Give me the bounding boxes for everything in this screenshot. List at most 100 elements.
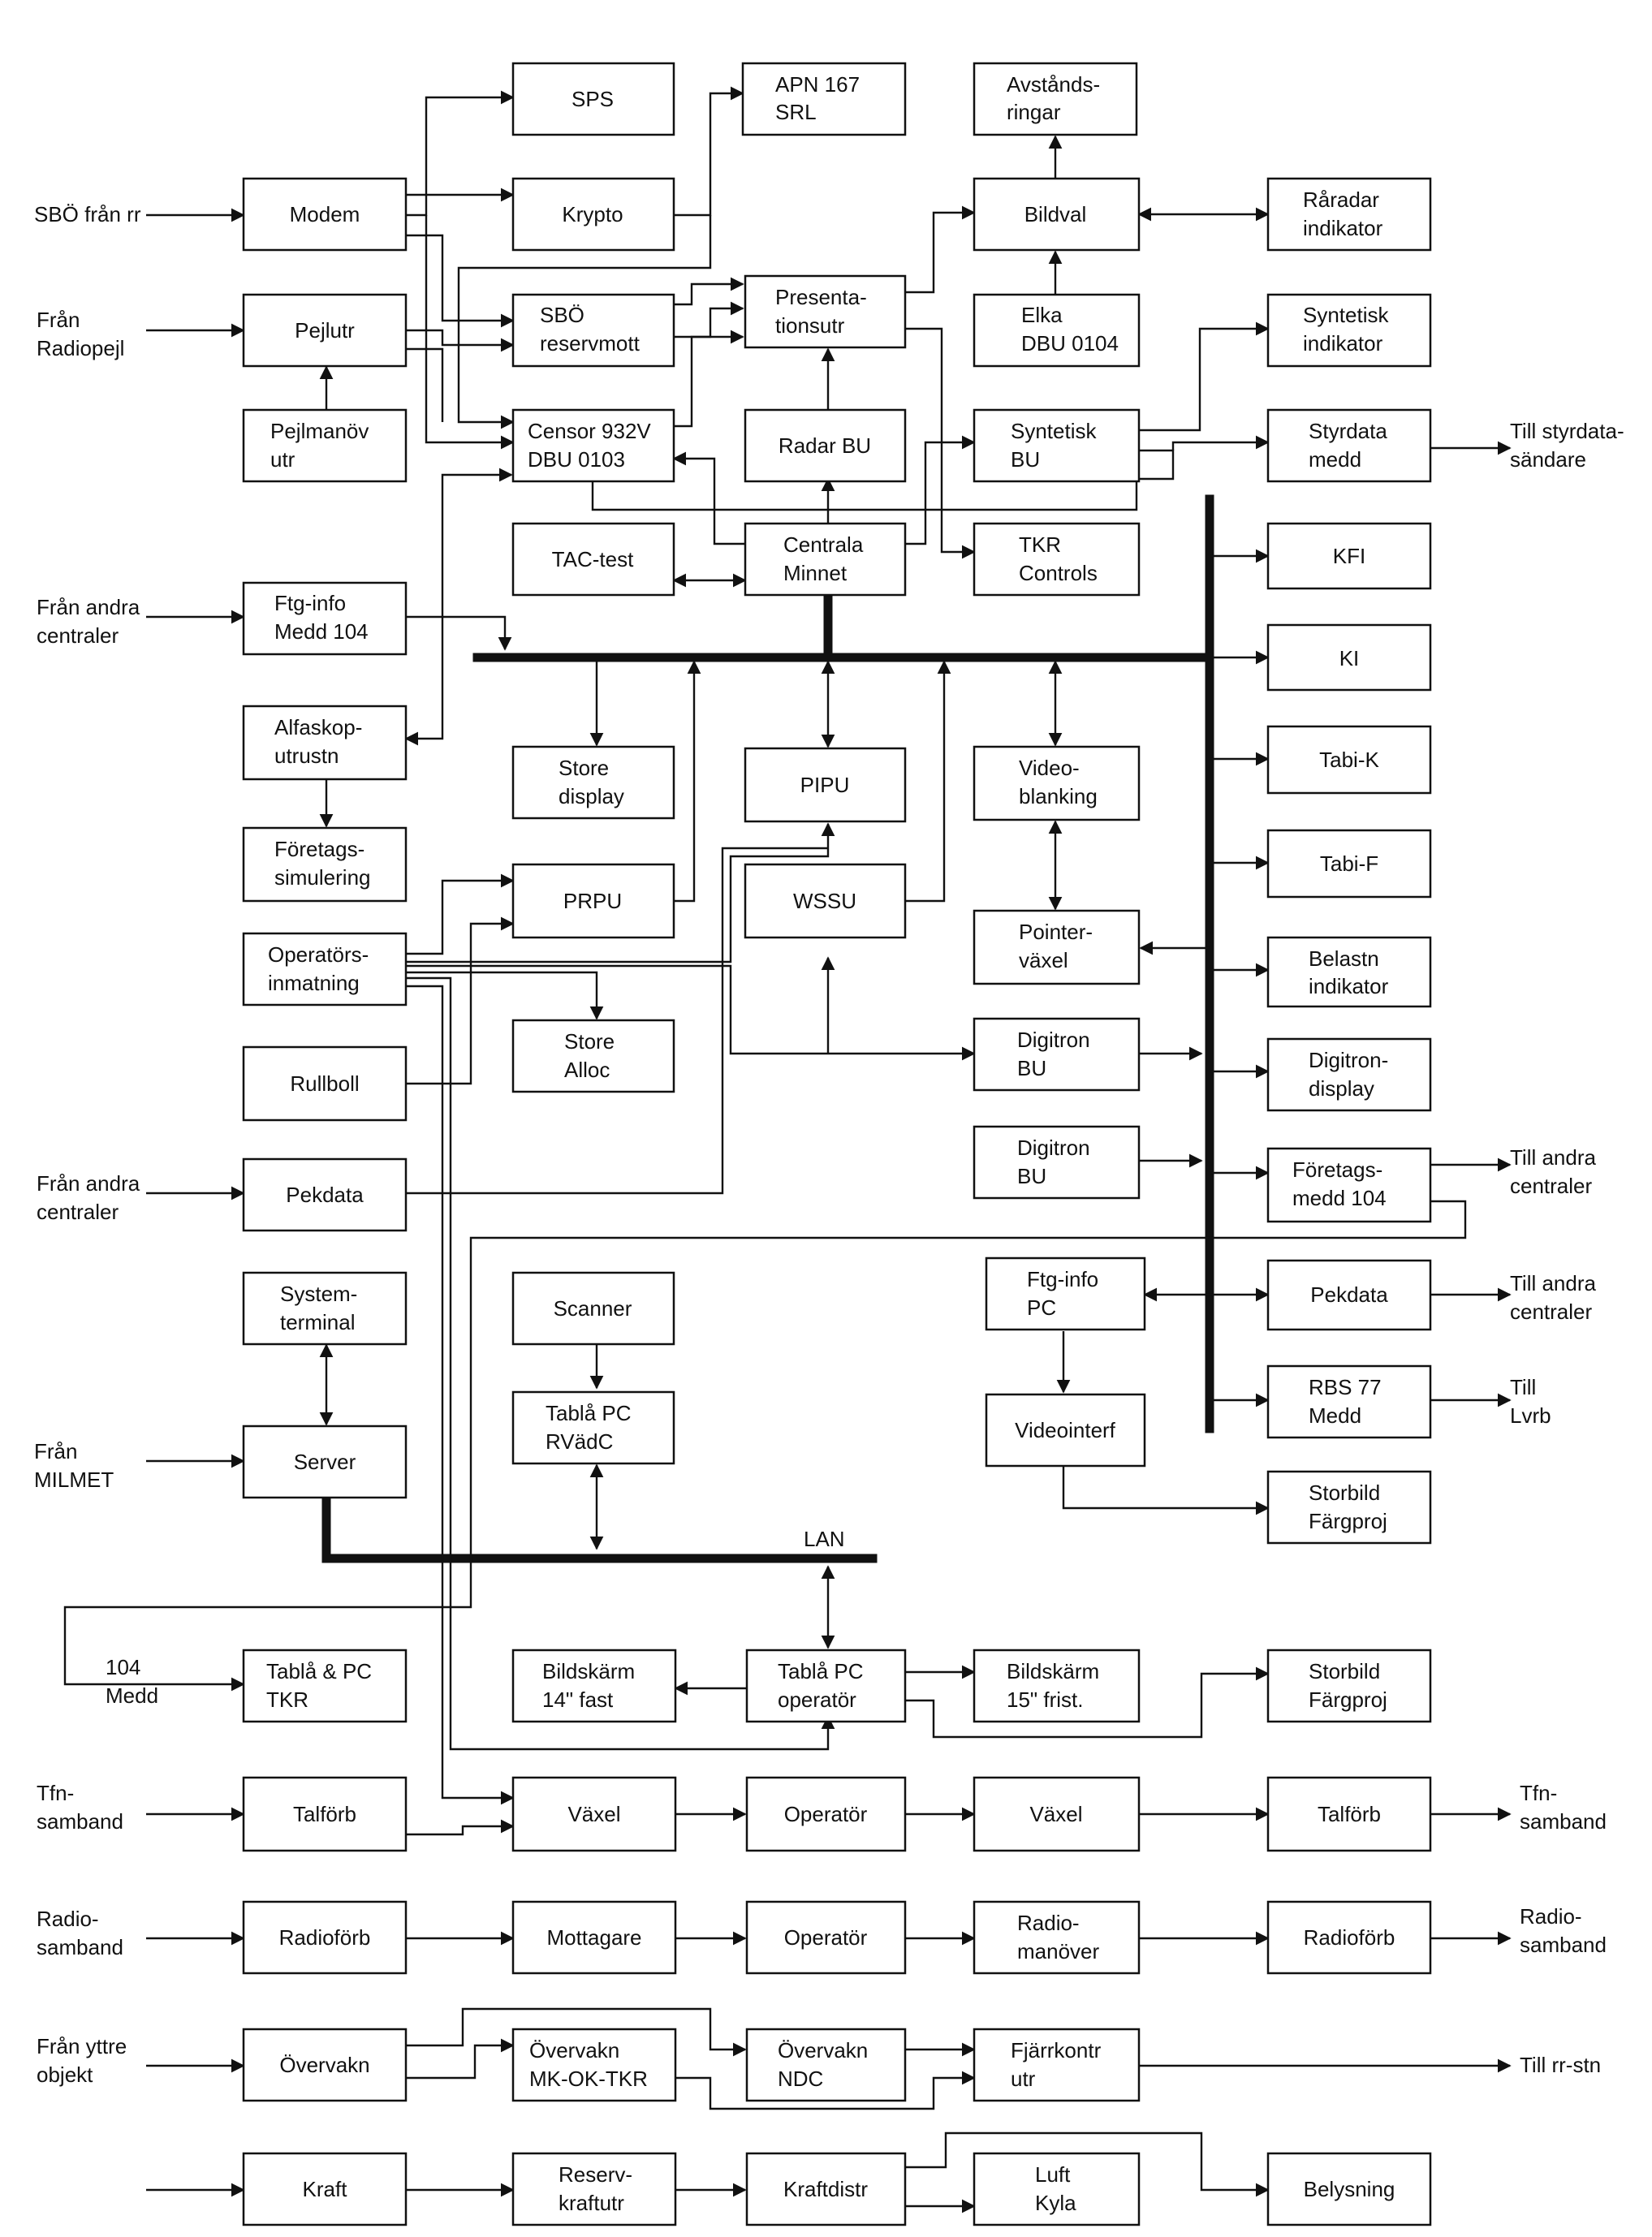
svg-text:Centrala: Centrala [783,532,864,557]
svg-text:Pointer-: Pointer- [1019,920,1093,944]
block-radioforb-1: Radioförb [242,1900,408,1975]
svg-text:Operatör: Operatör [784,1925,868,1950]
svg-text:Reserv-: Reserv- [559,2162,632,2187]
block-pointervaxel: Pointer-växel [973,909,1141,985]
svg-text:Elka: Elka [1021,303,1063,327]
svg-text:Controls: Controls [1019,561,1098,585]
svg-text:manöver: manöver [1017,1939,1099,1963]
svg-text:Radar BU: Radar BU [779,433,871,458]
block-talforb-2: Talförb [1266,1776,1432,1852]
svg-text:Växel: Växel [1029,1802,1082,1826]
svg-text:Operatörs-: Operatörs- [268,942,369,967]
svg-text:reservmott: reservmott [540,331,641,356]
svg-text:indikator: indikator [1303,331,1383,356]
svg-text:PC: PC [1027,1295,1056,1320]
svg-text:Store: Store [559,756,609,780]
svg-text:Från: Från [37,308,80,332]
svg-text:samband: samband [37,1935,123,1959]
svg-text:utr: utr [270,447,295,472]
svg-text:Ftg-info: Ftg-info [274,591,346,615]
svg-text:Syntetisk: Syntetisk [1011,419,1097,443]
svg-text:TKR: TKR [266,1687,308,1712]
svg-text:Till styrdata-: Till styrdata- [1510,419,1624,443]
block-reservkraft: Reserv-kraftutr [511,2152,677,2226]
block-radioforb-2: Radioförb [1266,1900,1432,1975]
svg-text:Modem: Modem [290,202,360,226]
svg-text:indikator: indikator [1309,974,1389,998]
svg-text:Från andra: Från andra [37,595,140,619]
block-sps: SPS [511,62,675,136]
block-pekdata-right: Pekdata [1266,1259,1432,1331]
block-radiomanover: Radio-manöver [973,1900,1141,1975]
svg-text:Växel: Växel [567,1802,620,1826]
svg-text:Ftg-info: Ftg-info [1027,1267,1098,1291]
svg-text:PRPU: PRPU [563,889,622,913]
svg-text:Tabi-K: Tabi-K [1319,748,1379,772]
svg-text:Radio-: Radio- [1017,1911,1080,1935]
svg-text:Avstånds-: Avstånds- [1007,72,1100,97]
svg-text:Scanner: Scanner [554,1296,632,1321]
svg-text:Tablå & PC: Tablå & PC [266,1659,372,1683]
block-digitron-display: Digitron-display [1266,1037,1432,1112]
buses [321,494,1214,1563]
block-avstandsringar: Avstånds-ringar [973,62,1138,136]
svg-text:Övervakn: Övervakn [279,2053,369,2077]
svg-text:simulering: simulering [274,865,371,890]
svg-text:Storbild: Storbild [1309,1481,1380,1505]
svg-text:Kraftdistr: Kraftdistr [783,2177,868,2201]
block-scanner: Scanner [511,1271,675,1346]
svg-text:KI: KI [1339,646,1360,670]
svg-text:SPS: SPS [572,87,614,111]
svg-text:Digitron: Digitron [1017,1028,1090,1052]
svg-text:15" frist.: 15" frist. [1007,1687,1083,1712]
svg-text:Kraft: Kraft [303,2177,348,2201]
svg-text:display: display [1309,1076,1374,1101]
svg-text:BU: BU [1017,1056,1046,1080]
block-presentationsutr: Presenta-tionsutr [744,274,907,349]
svg-text:Videointerf: Videointerf [1015,1418,1116,1442]
svg-text:centraler: centraler [1510,1300,1592,1324]
svg-text:Från andra: Från andra [37,1171,140,1196]
svg-text:blanking: blanking [1019,784,1098,808]
svg-text:Råradar: Råradar [1303,187,1379,212]
svg-text:Store: Store [564,1029,615,1054]
svg-text:display: display [559,784,624,808]
svg-text:Till: Till [1510,1375,1536,1399]
svg-text:Talförb: Talförb [1318,1802,1381,1826]
svg-text:TKR: TKR [1019,532,1061,557]
svg-text:Styrdata: Styrdata [1309,419,1387,443]
svg-text:medd 104: medd 104 [1292,1186,1387,1210]
svg-text:Operatör: Operatör [784,1802,868,1826]
svg-text:utrustn: utrustn [274,744,339,768]
svg-text:Talförb: Talförb [293,1802,356,1826]
svg-text:104: 104 [106,1655,140,1679]
block-pekdata-left: Pekdata [242,1157,408,1232]
svg-text:tionsutr: tionsutr [775,313,845,338]
svg-text:Pekdata: Pekdata [286,1183,364,1207]
svg-text:Pejlutr: Pejlutr [295,318,355,343]
svg-text:växel: växel [1019,948,1068,972]
svg-text:Radio-: Radio- [37,1907,99,1931]
svg-text:objekt: objekt [37,2062,93,2087]
svg-text:SRL: SRL [775,100,817,124]
svg-text:Företags-: Företags- [1292,1157,1382,1182]
svg-text:kraftutr: kraftutr [559,2191,624,2215]
svg-text:DBU 0103: DBU 0103 [528,447,625,472]
svg-text:SBÖ: SBÖ [540,303,584,327]
svg-text:ringar: ringar [1007,100,1061,124]
